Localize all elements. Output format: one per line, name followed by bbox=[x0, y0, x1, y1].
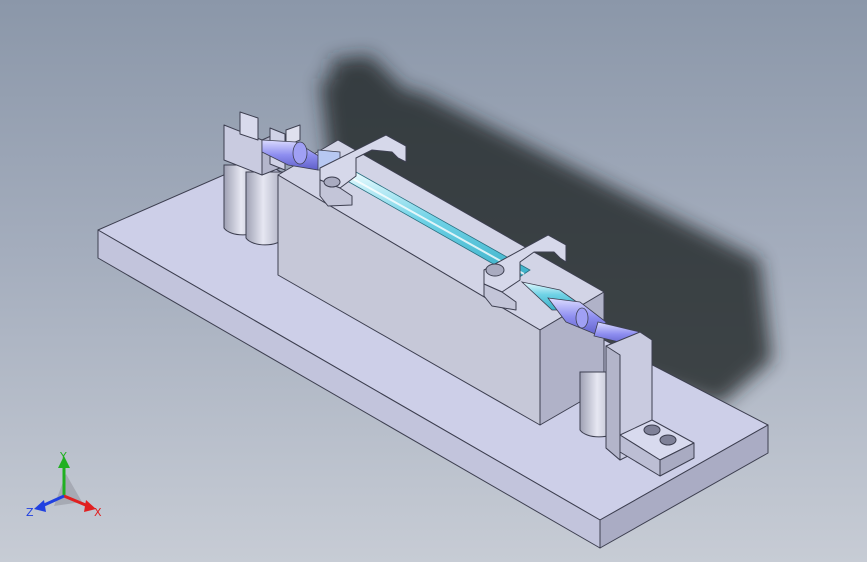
z-axis-label: Z bbox=[26, 506, 34, 519]
right-angle-bracket[interactable] bbox=[605, 331, 695, 477]
mount-hole-2 bbox=[659, 434, 677, 446]
y-axis-label: Y bbox=[59, 450, 67, 463]
rod-clamp-right[interactable] bbox=[483, 234, 567, 311]
mount-hole-1 bbox=[643, 424, 661, 436]
view-orientation-triad[interactable]: Y X Z bbox=[22, 446, 106, 528]
z-axis-arrow bbox=[34, 500, 46, 512]
left-post-cylinders[interactable] bbox=[223, 164, 285, 246]
rod-clamp-left[interactable] bbox=[319, 134, 407, 207]
x-axis-line bbox=[63, 494, 89, 508]
x-axis-label: X bbox=[94, 506, 102, 519]
y-axis-arrow bbox=[58, 456, 70, 468]
x-axis-arrow bbox=[84, 500, 96, 512]
base-plate-side bbox=[599, 424, 769, 549]
z-axis-line bbox=[41, 494, 65, 508]
triad-axes bbox=[34, 456, 96, 512]
